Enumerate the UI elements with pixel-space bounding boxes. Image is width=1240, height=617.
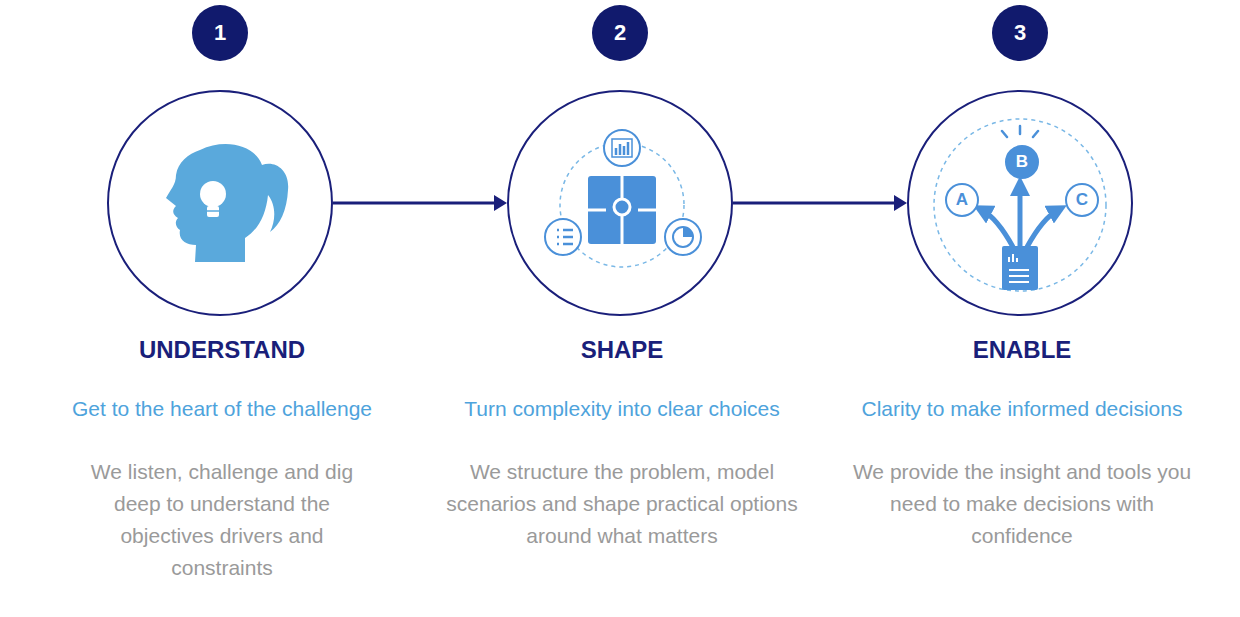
step-number-badge: 2 (592, 5, 648, 61)
step-subtitle: Clarity to make informed decisions (812, 395, 1232, 423)
chart-frame (612, 139, 632, 157)
step-number: 1 (214, 20, 226, 46)
step-caption: ENABLE Clarity to make informed decisions… (812, 337, 1232, 552)
chart-badge (604, 130, 640, 166)
flow-arrow (333, 195, 507, 211)
flow-arrow (733, 195, 907, 211)
step-description: We structure the problem, model scenario… (437, 456, 807, 552)
option-circle: C (1065, 183, 1099, 217)
step-description: We listen, challenge and dig deep to und… (72, 456, 372, 584)
option-arrow (982, 210, 1013, 247)
step-circle: ENABLEClarity to make informed decisions… (907, 90, 1133, 316)
option-letter: A (956, 190, 968, 210)
step-number-badge: 1 (192, 5, 248, 61)
puzzle-seams (588, 176, 656, 244)
options-icon (934, 119, 1106, 291)
pie-slice (683, 227, 693, 237)
step-caption: SHAPE Turn complexity into clear choicesW… (412, 337, 832, 552)
head-icon (166, 144, 288, 262)
pie-badge (665, 219, 701, 255)
option-circle: B (1005, 145, 1039, 179)
step-title: SHAPE (412, 337, 832, 363)
puzzle-knob (614, 199, 630, 215)
option-circle: A (945, 183, 979, 217)
arrow-line (733, 202, 897, 205)
list-badge (545, 219, 581, 255)
report-bars (1009, 254, 1017, 262)
option-arrow (1018, 186, 1023, 247)
report-doc (1002, 246, 1038, 290)
arrow-line (333, 202, 497, 205)
step-description: We provide the insight and tools you nee… (837, 456, 1207, 552)
puzzle-block (588, 176, 656, 244)
bulb-thread (207, 210, 219, 212)
step-circle: SHAPETurn complexity into clear choicesW… (507, 90, 733, 316)
idea-rays (1002, 126, 1038, 137)
pie-chart (673, 227, 693, 247)
list-lines (557, 230, 573, 244)
step-subtitle: Get to the heart of the challenge (12, 395, 432, 423)
report-lines (1009, 270, 1029, 282)
bulb-glass (200, 181, 226, 207)
step-number: 2 (614, 20, 626, 46)
step-title: ENABLE (812, 337, 1232, 363)
chart-bars (616, 142, 628, 155)
step-circle: UNDERSTANDGet to the heart of the challe… (107, 90, 333, 316)
arrow-head (494, 195, 507, 211)
step-subtitle: Turn complexity into clear choices (412, 395, 832, 423)
puzzle-icon (545, 130, 701, 267)
option-letter: C (1076, 190, 1088, 210)
step-caption: UNDERSTAND Get to the heart of the challe… (12, 337, 432, 584)
option-arrow (1027, 210, 1058, 247)
arrow-head (894, 195, 907, 211)
dashed-ring (934, 119, 1106, 291)
head-silhouette (166, 144, 288, 262)
bulb-base (207, 206, 219, 217)
step-number-badge: 3 (992, 5, 1048, 61)
option-letter: B (1016, 152, 1028, 172)
step-title: UNDERSTAND (12, 337, 432, 363)
step-number: 3 (1014, 20, 1026, 46)
